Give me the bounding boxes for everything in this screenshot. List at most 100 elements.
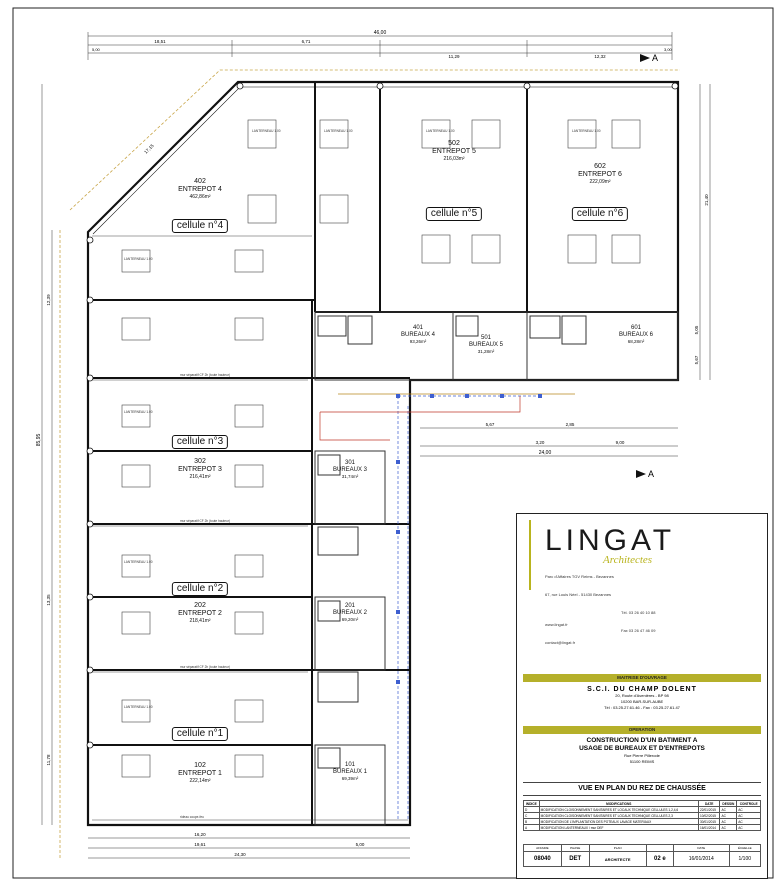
value-indice: 02 e [645, 851, 674, 867]
value-date: 16/01/2014 [672, 851, 730, 867]
office-room-number: 201 [344, 603, 356, 609]
client-address: 20, Route d'Avenières - BP 98 [615, 693, 669, 698]
dim-right-c: 5,67 [694, 355, 699, 364]
rideau-note: rideau coupe-feu [180, 815, 204, 819]
logo-text: LINGAT [545, 524, 676, 557]
fax: Fax 03 26 47 46 09 [621, 628, 656, 633]
client-phone: Tél : 03.25.27.61.46 - Fax : 03.25.27.61… [604, 705, 680, 710]
lanterneau-label: LANTERNEAU 1.00 [572, 129, 601, 133]
office-room-area: 69,20m² [341, 617, 359, 622]
cell-room-number: 602 [594, 163, 606, 170]
top-dimension-lines [87, 32, 673, 60]
operation-city: 51100 REIMS [629, 759, 655, 764]
left-dimension-lines [41, 84, 53, 825]
dim-mid-d: 2,85 [566, 422, 575, 427]
wall-note: mur séparatif CF 2h (toute hauteur) [180, 519, 230, 523]
office-partitions [314, 311, 679, 826]
value-phase: DET [560, 851, 590, 867]
cell-room-name: ENTREPOT 4 [178, 186, 222, 193]
label-affaire: AFFAIRE [523, 844, 562, 852]
operation-title: USAGE DE BUREAUX ET D'ENTREPOTS [579, 745, 705, 752]
label-date: DATE [672, 844, 730, 852]
office-room-area: 31,74m² [341, 474, 359, 479]
operation-street: Rue Pierre Pillerode [624, 753, 660, 758]
structural-columns [86, 82, 679, 749]
address-line: Parc d'Affaires TGV Reims - Bezannes [545, 574, 614, 579]
office-room-number: 101 [344, 762, 356, 768]
section-label-top: A [652, 53, 658, 63]
dim-bottom-c: 24,30 [234, 852, 246, 857]
lanterneau-label: LANTERNEAU 1.00 [324, 129, 353, 133]
label-blank [645, 844, 674, 852]
lanterneau-label: LANTERNEAU 1.00 [124, 560, 153, 564]
logo-bar [529, 520, 531, 590]
operation-block: CONSTRUCTION D'UN BATIMENT A USAGE DE BU… [523, 737, 761, 765]
cell-label: cellule n°6 [571, 207, 629, 221]
address-line: 67, rue Louis Néel - 51430 Bezannes [545, 592, 612, 597]
lanterneau-label: LANTERNEAU 1.00 [252, 129, 281, 133]
skylights [121, 119, 641, 778]
client-name: S.C.I. DU CHAMP DOLENT [587, 686, 697, 693]
lanterneau-label: LANTERNEAU 1.00 [124, 257, 153, 261]
site-boundary [69, 69, 680, 211]
lingat-logo: LINGAT Architectes [545, 524, 676, 566]
office-room-name: BUREAUX 5 [468, 342, 504, 348]
logo-subtitle: Architectes [603, 554, 653, 566]
section-arrow-mid [636, 470, 646, 478]
cell-label: cellule n°4 [171, 219, 229, 233]
sheet-border [12, 7, 774, 879]
cell-label: cellule n°3 [171, 435, 229, 449]
office-room-number: 601 [630, 325, 642, 331]
value-plan: ARCHITECTE [588, 851, 647, 867]
dim-left-b: 13,35 [46, 594, 51, 606]
dim-bottom-a: 16,20 [194, 832, 206, 837]
dim-left-a: 12,39 [46, 294, 51, 306]
dim-top-f: 3,00 [664, 47, 673, 52]
band-maitrise: MAITRISE D'OUVRAGE [523, 674, 761, 682]
dim-top-a: 18,51 [154, 39, 166, 44]
dim-mid-c: 5,67 [486, 422, 495, 427]
dim-top-c: 11,29 [449, 54, 460, 59]
office-room-area: 31,28m² [477, 349, 495, 354]
office-room-number: 501 [480, 335, 492, 341]
dim-top-e: 5,00 [92, 47, 101, 52]
cell-label: cellule n°1 [171, 727, 229, 741]
cell-room-area: 222,14m² [189, 778, 211, 784]
operation-title: CONSTRUCTION D'UN BATIMENT A [586, 737, 698, 744]
cell-room-area: 216,41m² [189, 474, 211, 480]
right-dimension-lines [699, 84, 711, 380]
office-room-name: BUREAUX 2 [332, 610, 368, 616]
cell-room-name: ENTREPOT 6 [578, 171, 622, 178]
cell-room-area: 462,86m² [189, 194, 211, 200]
network-red [319, 396, 521, 441]
band-operation: OPERATION [523, 726, 761, 734]
wall-note: mur séparatif CF 2h (toute hauteur) [180, 373, 230, 377]
mid-dimension-lines [420, 427, 678, 457]
cell-label: cellule n°5 [425, 207, 483, 221]
office-room-name: BUREAUX 4 [400, 332, 436, 338]
office-room-area: 93,26m² [409, 339, 427, 344]
office-room-area: 68,28m² [627, 339, 645, 344]
cell-room-name: ENTREPOT 1 [178, 770, 222, 777]
title-block: LINGAT Architectes Parc d'Affaires TGV R… [516, 513, 768, 879]
section-label-mid: A [648, 469, 654, 479]
dim-mid-a: 24,00 [539, 450, 552, 456]
dim-bottom-d: 5,00 [356, 842, 365, 847]
cell-room-number: 102 [194, 762, 206, 769]
dim-left-total: 85,95 [36, 434, 42, 447]
label-phase: PHASE [560, 844, 590, 852]
office-room-area: 69,39m² [341, 776, 359, 781]
lanterneau-label: LANTERNEAU 1.00 [124, 410, 153, 414]
section-arrow-top [640, 54, 650, 62]
revision-table: INDICE MODIFICATIONS DATE DESSIN CONTROL… [523, 800, 761, 831]
network-nodes [396, 394, 542, 684]
cell-room-name: ENTREPOT 2 [178, 610, 222, 617]
cell-room-number: 502 [448, 140, 460, 147]
dim-top-b: 6,71 [302, 39, 311, 44]
cell-label: cellule n°2 [171, 582, 229, 596]
office-room-name: BUREAUX 6 [618, 332, 654, 338]
wall-note: mur séparatif CF 2h (toute hauteur) [180, 665, 230, 669]
office-room-name: BUREAUX 1 [332, 769, 368, 775]
value-echelle: 1/100 [728, 851, 762, 867]
